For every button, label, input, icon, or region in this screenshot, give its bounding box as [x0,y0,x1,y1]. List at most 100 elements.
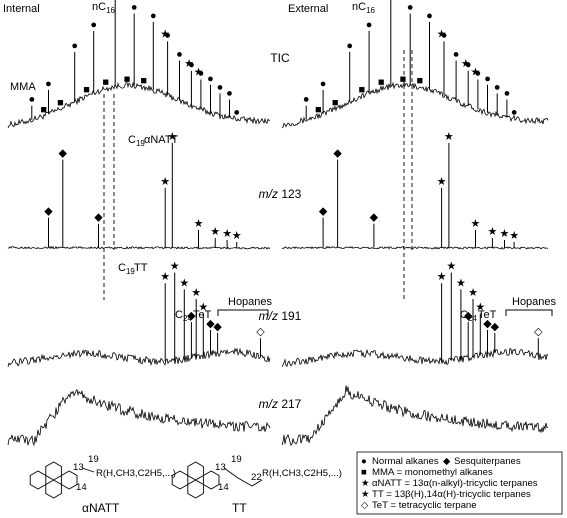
structure-tt-ring-2 [202,470,220,490]
legend-text-1: Sesquiterpanes [454,456,521,467]
legend-text-4: TT = 13β(H),14α(H)-tricyclic terpanes [372,489,531,500]
marker-tt-mz191-4: ★ [475,301,485,313]
marker-normal_alkanes-tic-7: ● [164,29,171,41]
trace-external-mz123 [281,245,549,250]
marker-natt-mz123-2: ★ [194,218,204,230]
trace-internal-mz123 [7,245,271,250]
marker-normal_alkanes-tic-13: ● [504,87,511,99]
legend-symbol-3: ★ [361,478,370,489]
column-label-internal: Internal [3,3,40,15]
marker-tet-mz191-0: ◇ [256,326,265,338]
marker-normal_alkanes-tic-11: ● [484,73,491,85]
marker-monomethyl_alkanes-tic-5: ■ [140,75,147,87]
marker-normal_alkanes-tic-5: ● [407,2,414,14]
marker-normal_alkanes-tic-0: ● [303,94,310,106]
annotation-hopanes-internal: Hopanes [228,296,273,308]
trace-internal-mz217 [7,388,271,447]
marker-natt-mz123-5: ★ [509,230,519,242]
marker-natt-mz123-3: ★ [210,226,220,238]
marker-normal_alkanes-tic-9: ● [465,59,472,71]
structure-natt-ring-3 [45,479,62,499]
marker-natt-mz123-4: ★ [222,228,232,240]
marker-monomethyl_alkanes-tic-4: ■ [400,73,407,85]
marker-tet-mz191-0: ◇ [534,326,543,338]
annotation-mma: MMA [10,81,36,93]
marker-sesquiterpanes-mz191-1: ◆ [206,318,215,330]
marker-tt-mz191-2: ★ [179,277,189,289]
legend-symbol-1: ◆ [443,456,451,467]
marker-natt-mz123-0: ★ [160,176,170,188]
marker-tt-mz191-1: ★ [446,261,456,273]
natt-name: αNATT [82,501,120,515]
annotation-c24tet-internal-rest: TeT [193,309,212,321]
column-label-external: External [288,3,328,15]
marker-sesquiterpanes-mz123-2: ◆ [370,212,379,224]
annotation-c19natt-rest: αNATT [144,134,179,146]
marker-normal_alkanes-tic-1: ● [320,78,327,90]
legend-symbol-2: ■ [361,467,367,478]
marker-normal_alkanes-tic-7: ● [441,29,448,41]
marker-tt-mz191-4: ★ [198,301,208,313]
trace-internal-mz191 [7,347,271,367]
marker-tt-tic-0: ★ [437,28,447,40]
legend-text-2: MMA = monomethyl alkanes [372,467,493,478]
marker-sesquiterpanes-mz123-1: ◆ [59,148,68,160]
marker-monomethyl_alkanes-tic-3: ■ [102,77,109,89]
panel-label-tic: TIC [270,51,290,65]
tt-num-13: 13 [215,462,226,473]
marker-normal_alkanes-tic-13: ● [226,87,233,99]
marker-tt-tic-2: ★ [194,67,204,79]
trace-external-mz191 [281,347,549,368]
annotation-c24tet-internal: C24 [175,309,192,323]
marker-normal_alkanes-tic-2: ● [71,40,78,52]
marker-normal_alkanes-tic-11: ● [207,73,214,85]
marker-normal_alkanes-tic-10: ● [198,68,205,80]
marker-monomethyl_alkanes-tic-0: ■ [40,104,47,116]
natt-num-19: 19 [88,454,99,465]
marker-normal_alkanes-tic-3: ● [366,19,373,31]
marker-normal_alkanes-tic-9: ● [188,59,195,71]
natt-num-13: 13 [73,462,84,473]
marker-sesquiterpanes-mz123-2: ◆ [94,212,103,224]
natt-num-14: 14 [76,482,87,493]
marker-normal_alkanes-tic-0: ● [28,94,35,106]
structure-tt-ring-1 [187,461,204,481]
marker-monomethyl_alkanes-tic-1: ■ [57,97,64,109]
marker-sesquiterpanes-mz191-0: ◆ [187,310,196,322]
marker-natt-mz123-1: ★ [444,131,454,143]
marker-monomethyl_alkanes-tic-3: ■ [378,77,385,89]
natt-side-chain: R(H,CH3,C2H5,...) [96,468,176,479]
tt-num-22: 22 [251,472,262,483]
panel-label-mz217: m/z 217 [259,397,302,411]
marker-normal_alkanes-tic-10: ● [475,68,482,80]
marker-monomethyl_alkanes-tic-2: ■ [83,84,90,96]
annotation-nc16-external: nC16 [352,1,376,15]
marker-sesquiterpanes-mz123-1: ◆ [333,148,342,160]
natt-side-bond [81,467,95,473]
trace-external-tic [281,80,549,129]
panel-label-mz123: m/z 123 [259,187,302,201]
annotation-c19tt-rest: TT [134,262,148,274]
annotation-c19tt: C19 [118,262,135,276]
marker-natt-mz123-4: ★ [500,228,510,240]
tt-side-bond [223,467,263,487]
marker-tt-mz191-2: ★ [456,277,466,289]
tt-name: TT [232,501,247,515]
annotation-nc16-internal: nC16 [92,1,116,15]
marker-tt-mz191-3: ★ [191,287,201,299]
marker-monomethyl_alkanes-tic-0: ■ [315,104,322,116]
marker-normal_alkanes-tic-14: ● [511,107,518,119]
marker-tt-mz191-0: ★ [437,271,447,283]
annotation-c24tet-external-rest: TeT [478,309,497,321]
marker-normal_alkanes-tic-12: ● [494,81,501,93]
trace-external-mz217 [281,385,549,446]
marker-normal_alkanes-tic-2: ● [346,40,353,52]
legend-text-5: TeT = tetracyclic terpane [372,500,477,511]
annotation-c19natt: C19 [128,134,145,148]
tt-side-chain: R(H,CH3,C2H5,...) [262,468,342,479]
marker-natt-mz123-1: ★ [167,131,177,143]
structure-natt-ring-2 [60,470,78,490]
tt-num-14: 14 [218,482,229,493]
marker-tt-tic-1: ★ [184,58,194,70]
bracket-hopanes-external [505,309,553,316]
